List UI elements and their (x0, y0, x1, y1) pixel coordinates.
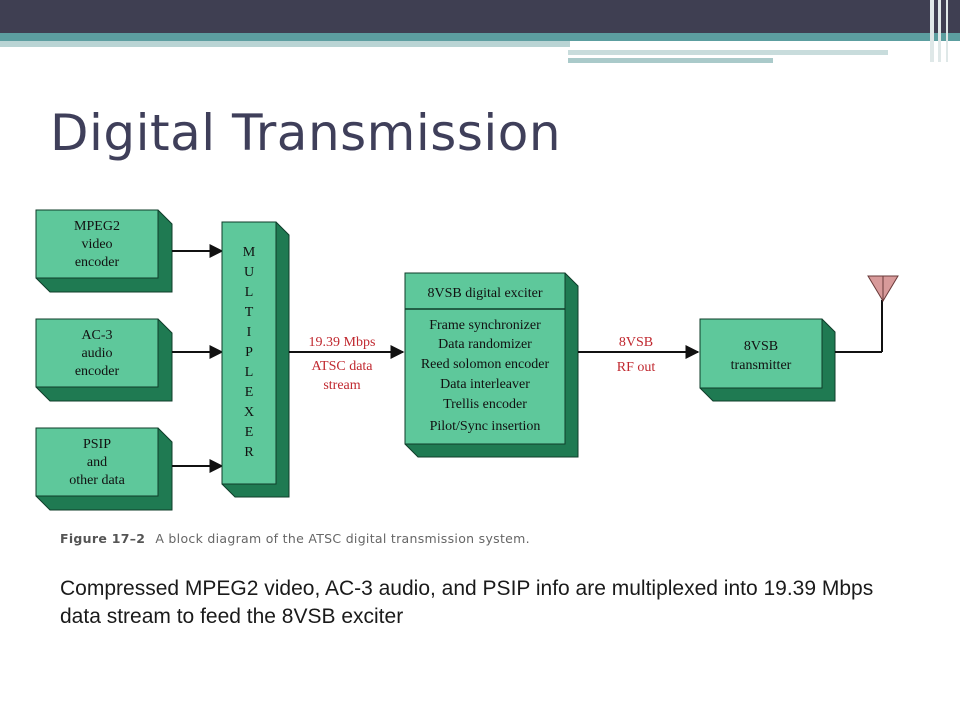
mux-letter: P (245, 345, 253, 360)
figure-caption: Figure 17–2 A block diagram of the ATSC d… (60, 531, 530, 546)
header-light-bar (0, 41, 570, 47)
encoder-block-mpeg2: MPEG2 video encoder (35, 209, 173, 293)
mux-letter: M (243, 245, 256, 260)
exciter-header: 8VSB digital exciter (427, 286, 542, 301)
data-stream-label-line: 19.39 Mbps (309, 335, 376, 350)
transmitter-block: 8VSB transmitter (699, 318, 836, 402)
transmitter-label-line: transmitter (731, 358, 792, 373)
encoder-label-line: encoder (75, 255, 120, 270)
header-decoration (0, 0, 960, 63)
encoder-label-line: and (87, 455, 107, 470)
header-dark-bar (0, 0, 960, 33)
slide-title: Digital Transmission (50, 104, 562, 162)
header-teal-bar (0, 33, 960, 41)
mux-letter: R (244, 445, 254, 460)
encoder-label-line: PSIP (83, 437, 111, 452)
header-light-bar-right2 (568, 58, 773, 63)
mux-letter: T (245, 305, 254, 320)
header-light-bar-right (568, 50, 888, 55)
encoder-block-ac3: AC-3 audio encoder (35, 318, 173, 402)
mux-letter: X (244, 405, 254, 420)
exciter-stage: Frame synchronizer (429, 318, 541, 333)
encoder-label-line: MPEG2 (74, 219, 120, 234)
mux-letter: E (245, 385, 254, 400)
transmitter-label-line: 8VSB (744, 339, 778, 354)
header-stripe (946, 0, 948, 62)
mux-letter: U (244, 265, 254, 280)
atsc-block-diagram: MPEG2 video encoder AC-3 audio encoder P… (35, 209, 899, 511)
exciter-stage: Trellis encoder (443, 397, 527, 412)
exciter-stage: Pilot/Sync insertion (430, 419, 541, 434)
rf-label-line: RF out (617, 360, 656, 375)
exciter-stage: Data randomizer (438, 337, 532, 352)
mux-letter: I (247, 325, 252, 340)
header-stripe (930, 0, 934, 62)
encoder-label-line: encoder (75, 364, 120, 379)
mux-letter: L (245, 285, 254, 300)
mux-letter: E (245, 425, 254, 440)
multiplexer-block: M U L T I P L E X E R (221, 221, 290, 498)
encoder-label-line: other data (69, 473, 125, 488)
data-stream-label-line: stream (323, 378, 360, 393)
header-stripe (938, 0, 941, 62)
data-stream-label-line: ATSC data (311, 359, 373, 374)
figure-number: Figure 17–2 (60, 531, 146, 546)
slide-body-text: Compressed MPEG2 video, AC-3 audio, and … (60, 577, 874, 628)
rf-label-line: 8VSB (619, 335, 653, 350)
exciter-block: 8VSB digital exciter Frame synchronizer … (404, 272, 579, 458)
encoder-label-line: audio (81, 346, 112, 361)
exciter-stage: Reed solomon encoder (421, 357, 550, 372)
encoder-label-line: AC-3 (81, 328, 112, 343)
figure-caption-text: A block diagram of the ATSC digital tran… (155, 531, 530, 546)
mux-letter: L (245, 365, 254, 380)
encoder-block-psip: PSIP and other data (35, 427, 173, 511)
antenna-icon (835, 275, 899, 353)
encoder-label-line: video (81, 237, 112, 252)
exciter-stage: Data interleaver (440, 377, 530, 392)
